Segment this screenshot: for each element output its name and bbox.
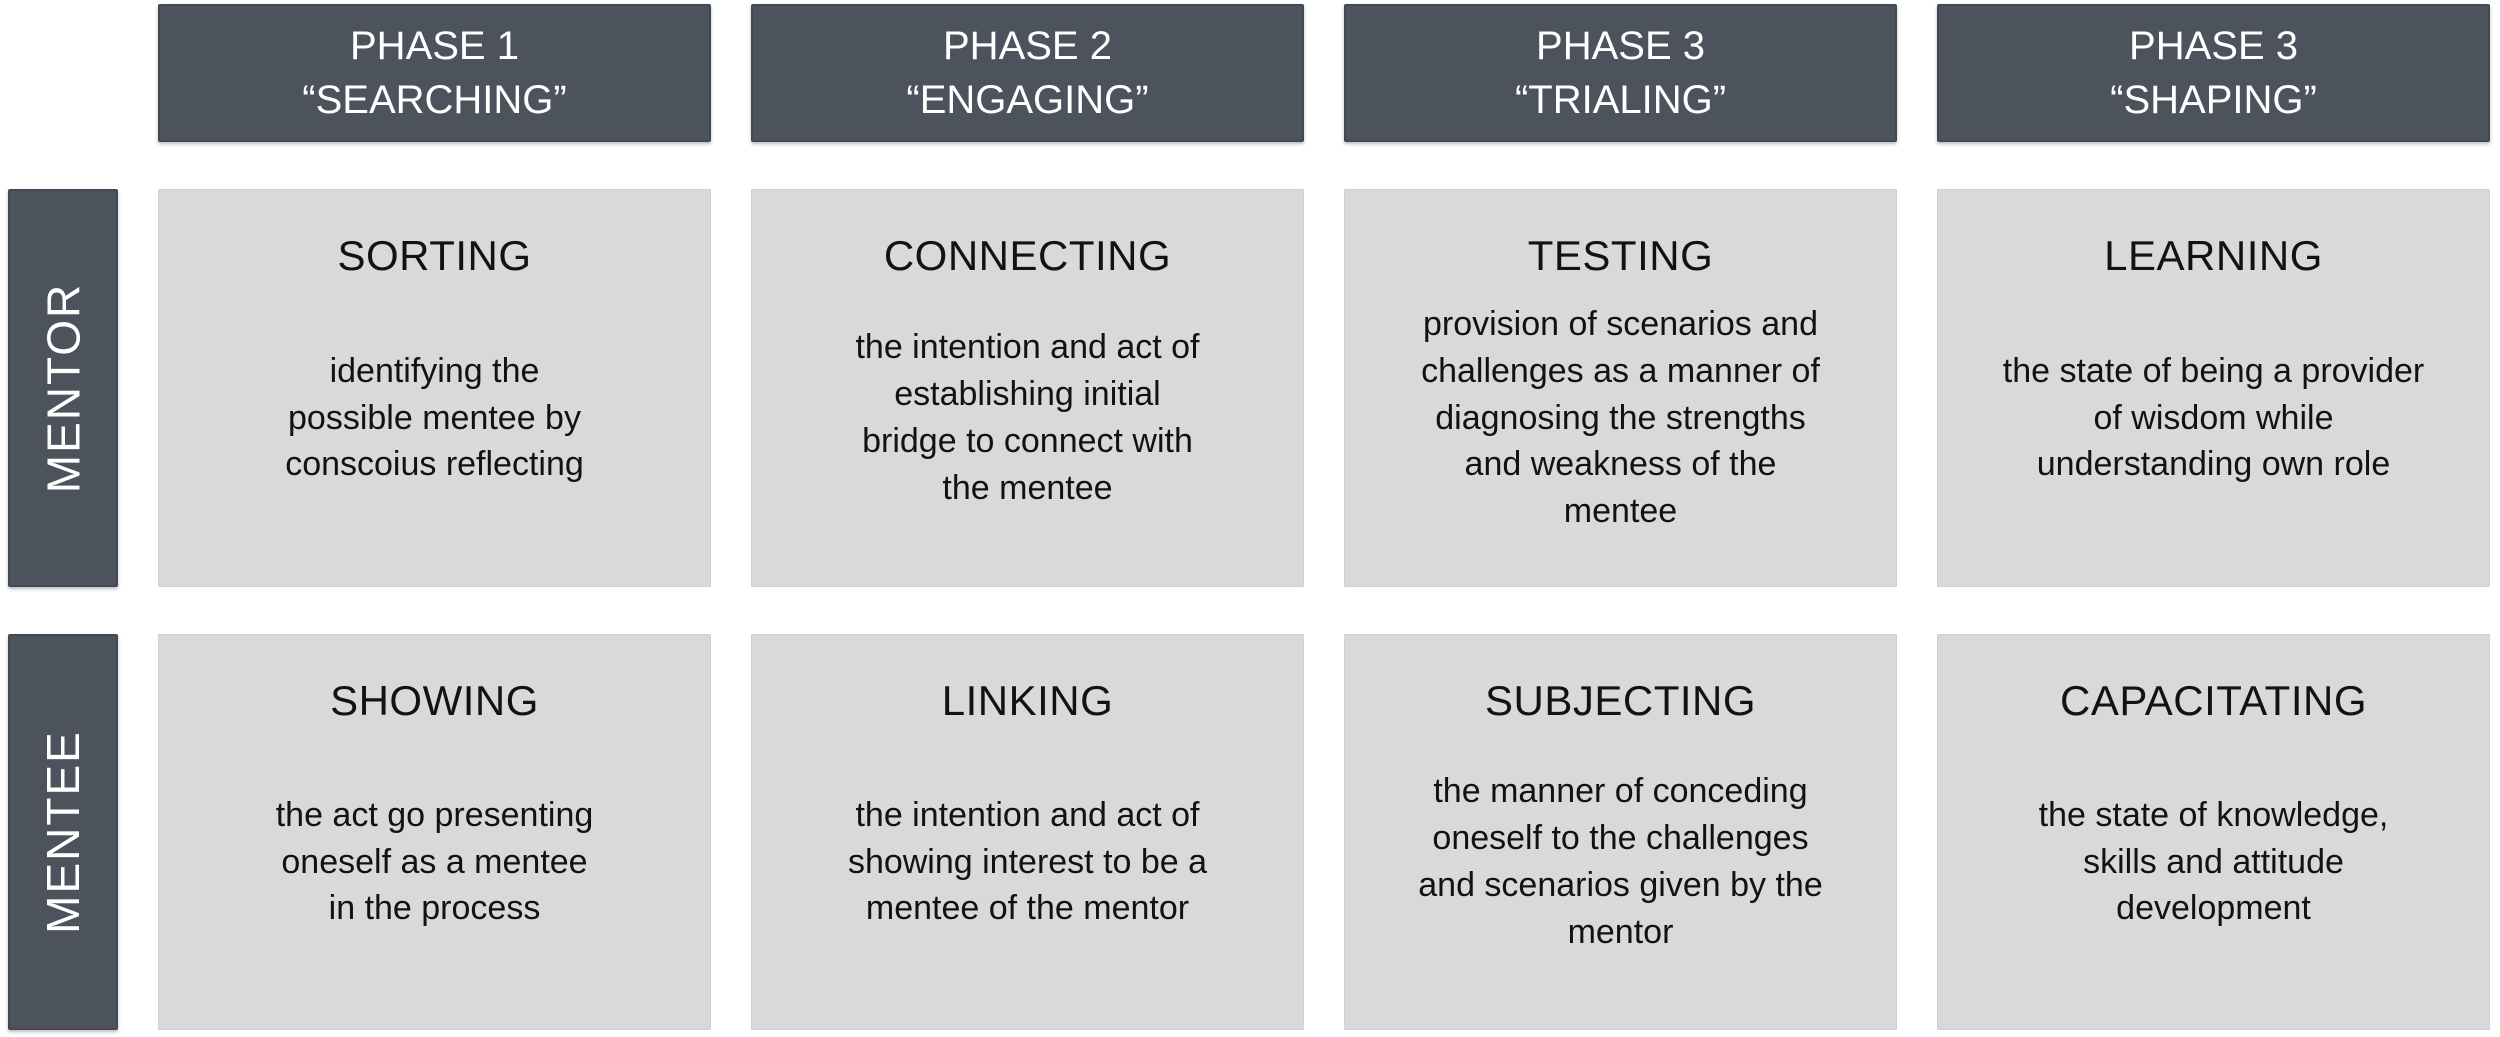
cell-description: the state of knowledge, skills and attit… — [2038, 795, 2389, 928]
cell-description: the manner of conceding oneself to the c… — [1418, 772, 1823, 951]
cell-description: identifying the possible mentee by consc… — [285, 351, 584, 484]
phase-header-engaging: PHASE 2 “ENGAGING” — [751, 4, 1304, 142]
phase-header-searching: PHASE 1 “SEARCHING” — [158, 4, 711, 142]
phase-header-trialing: PHASE 3 “TRIALING” — [1344, 4, 1897, 142]
cell-description: provision of scenarios and challenges as… — [1421, 304, 1820, 531]
cell-mentor-testing: TESTING provision of scenarios and chall… — [1344, 189, 1897, 587]
corner-spacer — [8, 4, 118, 142]
cell-description: the act go presenting oneself as a mente… — [275, 795, 594, 928]
cell-description: the intention and act of showing interes… — [847, 795, 1208, 928]
cell-mentor-learning: LEARNING the state of being a provider o… — [1937, 189, 2490, 587]
cell-mentor-connecting: CONNECTING the intention and act of esta… — [751, 189, 1304, 587]
cell-title: CONNECTING — [883, 232, 1172, 279]
row-label-mentor-text: MENTOR — [37, 282, 89, 494]
cell-description: the intention and act of establishing in… — [855, 328, 1200, 507]
cell-title: SUBJECTING — [1484, 677, 1757, 724]
cell-mentee-subjecting: SUBJECTING the manner of conceding onese… — [1344, 634, 1897, 1030]
cell-title: LEARNING — [2104, 232, 2323, 279]
cell-mentee-linking: LINKING the intention and act of showing… — [751, 634, 1304, 1030]
cell-mentee-capacitating: CAPACITATING the state of knowledge, ski… — [1937, 634, 2490, 1030]
cell-mentor-sorting: SORTING identifying the possible mentee … — [158, 189, 711, 587]
cell-title: SORTING — [337, 232, 532, 279]
cell-title: LINKING — [941, 677, 1114, 724]
cell-description: the state of being a provider of wisdom … — [2002, 351, 2425, 484]
row-label-mentor: MENTOR — [8, 189, 118, 587]
cell-mentee-showing: SHOWING the act go presenting oneself as… — [158, 634, 711, 1030]
cell-title: SHOWING — [330, 677, 539, 724]
phase-header-shaping: PHASE 3 “SHAPING” — [1937, 4, 2490, 142]
cell-title: CAPACITATING — [2059, 677, 2367, 724]
row-label-mentee: MENTEE — [8, 634, 118, 1030]
cell-title: TESTING — [1527, 232, 1714, 279]
row-label-mentee-text: MENTEE — [37, 730, 89, 934]
